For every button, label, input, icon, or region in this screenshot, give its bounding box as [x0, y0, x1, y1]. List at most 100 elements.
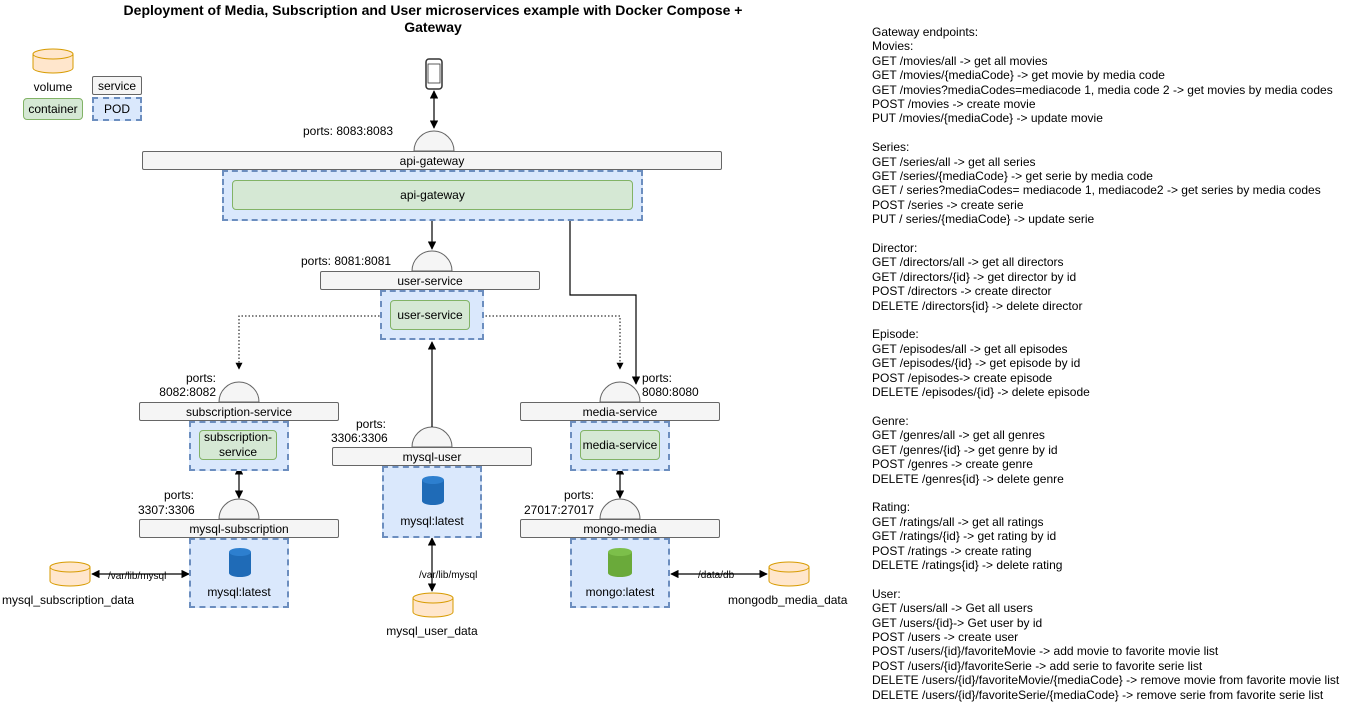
endpoint-line: GET / series?mediaCodes= mediacode 1, me… — [872, 183, 1321, 198]
media-service-container: media-service — [580, 430, 660, 460]
endpoint-line: PUT / series/{mediaCode} -> update serie — [872, 212, 1095, 227]
mongo-ports-value: 27017:27017 — [524, 503, 595, 517]
mongo-image: mongo:latest — [585, 585, 655, 599]
subscription-ports-value: 8082:8082 — [159, 385, 216, 399]
user-service-service: user-service — [320, 271, 540, 290]
mysql-user-volume-label: mysql_user_data — [386, 624, 478, 638]
mysql-subscription-volume-label: mysql_subscription_data — [2, 593, 135, 607]
user-media-link — [475, 315, 624, 370]
subscription-service-service: subscription-service — [139, 402, 339, 421]
endpoint-section-title: Rating: — [872, 500, 911, 515]
mysql-user-ports-value: 3306:3306 — [331, 431, 388, 445]
gateway-service: api-gateway — [142, 151, 722, 170]
media-ports-label: ports: — [642, 371, 673, 385]
endpoint-line: GET /episodes/all -> get all episodes — [872, 341, 1068, 356]
gateway-port-icon — [413, 130, 455, 152]
mysql-subscription-service: mysql-subscription — [139, 519, 339, 538]
mysql-subscription-image: mysql:latest — [207, 585, 271, 599]
endpoint-line: POST /movies -> create movie — [872, 97, 1036, 112]
endpoint-line: GET /movies/{mediaCode} -> get movie by … — [872, 68, 1165, 83]
diagram-canvas — [32, 48, 810, 618]
endpoint-section-title: User: — [872, 586, 901, 601]
media-ports-value: 8080:8080 — [642, 385, 699, 399]
endpoint-line: GET /genres/all -> get all genres — [872, 428, 1045, 443]
mongo-mount: /data/db — [698, 570, 735, 581]
endpoint-section: Rating:GET /ratings/all -> get all ratin… — [872, 500, 1357, 572]
endpoint-section: Director:GET /directors/all -> get all d… — [872, 241, 1357, 313]
endpoint-line: POST /episodes-> create episode — [872, 370, 1053, 385]
user-service-container: user-service — [390, 300, 470, 330]
mongo-port-icon — [599, 498, 641, 520]
gateway-ports: ports: 8083:8083 — [303, 124, 394, 138]
gateway-media-link — [569, 210, 641, 385]
endpoint-section-title: Series: — [872, 140, 910, 155]
endpoint-line: POST /users/{id}/favoriteMovie -> add mo… — [872, 644, 1219, 659]
mongo-ports-label: ports: — [563, 488, 594, 502]
endpoint-section: Episode:GET /episodes/all -> get all epi… — [872, 327, 1357, 399]
endpoint-section: Series:GET /series/all -> get all series… — [872, 140, 1357, 226]
endpoint-line: GET /users/{id}-> Get user by id — [872, 615, 1043, 630]
endpoint-line: POST /ratings -> create rating — [872, 543, 1032, 558]
endpoint-section-title: Genre: — [872, 413, 909, 428]
legend-volume-icon — [32, 48, 74, 74]
media-service-service: media-service — [520, 402, 720, 421]
legend-container: container — [23, 98, 83, 120]
mongo-volume-icon — [768, 561, 810, 587]
mysql-subscription-mount: /var/lib/mysql — [108, 571, 167, 582]
user-service-port-icon — [411, 250, 453, 272]
endpoint-line: GET /episodes/{id} -> get episode by id — [872, 356, 1081, 371]
endpoint-line: POST /genres -> create genre — [872, 457, 1033, 472]
mysql-user-volume-icon — [412, 592, 454, 618]
endpoint-line: DELETE /ratings{id} -> delete rating — [872, 557, 1063, 572]
mysql-user-mount: /var/lib/mysql — [419, 570, 478, 581]
endpoint-line: GET /genres/{id} -> get genre by id — [872, 442, 1058, 457]
gateway-container: api-gateway — [232, 180, 633, 210]
endpoint-line: GET /directors/{id} -> get director by i… — [872, 269, 1077, 284]
user-subscription-link — [235, 315, 390, 370]
endpoint-line: DELETE /users/{id}/favoriteSerie/{mediaC… — [872, 687, 1324, 702]
mongo-media-service: mongo-media — [520, 519, 720, 538]
endpoint-line: DELETE /genres{id} -> delete genre — [872, 471, 1064, 486]
mysql-user-db-icon — [422, 476, 444, 505]
endpoint-line: GET /ratings/all -> get all ratings — [872, 514, 1044, 529]
endpoint-line: GET /directors/all -> get all directors — [872, 255, 1064, 270]
endpoint-line: POST /series -> create serie — [872, 197, 1024, 212]
endpoint-line: POST /directors -> create director — [872, 284, 1052, 299]
subscription-service-container: subscription- service — [199, 430, 277, 460]
gateway-endpoints-list: Gateway endpoints: Movies:GET /movies/al… — [872, 25, 1357, 716]
endpoint-sections: Movies:GET /movies/all -> get all movies… — [872, 39, 1357, 702]
phone-icon — [425, 58, 443, 90]
mysql-subscription-ports-label: ports: — [163, 488, 194, 502]
subscription-container-line1: subscription- — [203, 430, 273, 444]
subscription-container-line2: service — [218, 445, 257, 459]
diagram-title: Deployment of Media, Subscription and Us… — [123, 2, 743, 35]
endpoint-line: DELETE /users/{id}/favoriteMovie/{mediaC… — [872, 673, 1340, 688]
endpoint-line: DELETE /directors{id} -> delete director — [872, 298, 1083, 313]
mysql-user-port-icon — [411, 426, 453, 448]
endpoint-section-title: Episode: — [872, 327, 919, 342]
endpoint-line: GET /series/{mediaCode} -> get serie by … — [872, 169, 1153, 184]
subscription-ports-label: ports: — [185, 371, 216, 385]
endpoint-line: DELETE /episodes/{id} -> delete episode — [872, 385, 1090, 400]
endpoint-section-title: Movies: — [872, 39, 914, 54]
endpoint-line: GET /movies/all -> get all movies — [872, 53, 1048, 68]
endpoint-section-title: Director: — [872, 241, 918, 256]
mongo-volume-label: mongodb_media_data — [728, 593, 848, 607]
mysql-subscription-port-icon — [218, 498, 260, 520]
endpoint-line: POST /users/{id}/favoriteSerie -> add se… — [872, 658, 1203, 673]
endpoint-line: POST /users -> create user — [872, 629, 1019, 644]
endpoint-line: GET /movies?mediaCodes=mediacode 1, medi… — [872, 82, 1333, 97]
mysql-subscription-ports-value: 3307:3306 — [138, 503, 195, 517]
mysql-subscription-volume-icon — [49, 561, 91, 587]
user-service-ports: ports: 8081:8081 — [301, 254, 392, 268]
endpoint-line: GET /ratings/{id} -> get rating by id — [872, 529, 1057, 544]
endpoint-line: GET /users/all -> Get all users — [872, 601, 1033, 616]
legend-pod: POD — [92, 97, 142, 121]
legend-volume-label: volume — [33, 80, 73, 94]
mysql-user-ports-label: ports: — [356, 417, 387, 431]
endpoint-line: PUT /movies/{mediaCode} -> update movie — [872, 111, 1103, 126]
endpoint-line: GET /series/all -> get all series — [872, 154, 1036, 169]
mysql-user-image: mysql:latest — [400, 514, 464, 528]
